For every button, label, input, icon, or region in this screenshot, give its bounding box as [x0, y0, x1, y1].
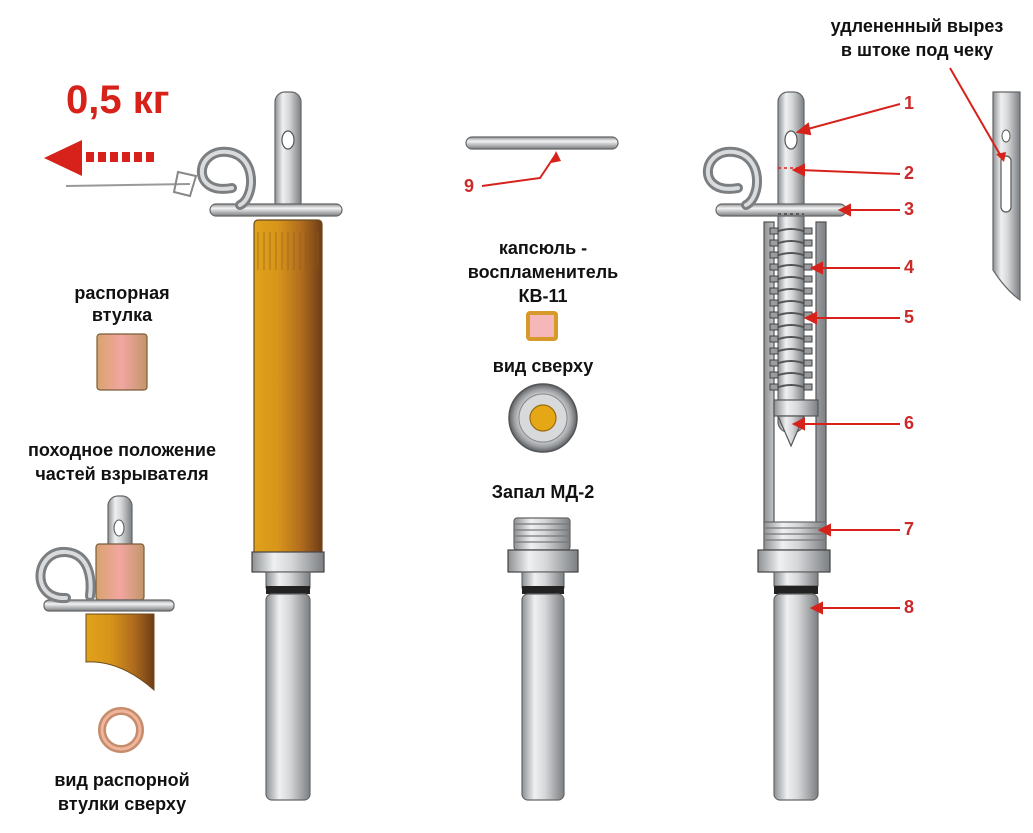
assembled-fuse: [65, 91, 343, 801]
callout-4: 4: [904, 257, 915, 277]
callout-7: 7: [904, 519, 915, 539]
bushing-top-view-label-line2: втулки сверху: [57, 794, 187, 814]
pin-part-9: [465, 136, 619, 150]
callout-5: 5: [904, 307, 915, 327]
pull-arrow: [44, 140, 154, 176]
spacer-bushing: [96, 333, 148, 391]
primer-label-line2: воспламенитель: [467, 262, 619, 282]
travel-position-label-line1: походное положение: [28, 440, 216, 460]
travel-position-label: походное положение частей взрывателя: [6, 438, 238, 486]
travel-position-label-line2: частей взрывателя: [35, 464, 209, 484]
primer-label-line3: КВ-11: [518, 286, 568, 306]
fuse-body: [253, 219, 323, 561]
striker-rod: [274, 91, 302, 213]
detonator-tube: [265, 593, 311, 801]
callout-line-9: [481, 153, 557, 187]
safety-pin: [209, 203, 343, 217]
spacer-bushing-label-line1: распорная: [74, 283, 170, 303]
primer-label: капсюль - воспламенитель КВ-11: [450, 236, 636, 308]
callout-lines: [791, 103, 901, 615]
callout-8: 8: [904, 597, 915, 617]
spacer-bushing-label-line2: втулка: [91, 305, 153, 325]
rod-slot-detail: [949, 67, 1021, 302]
top-view-label: вид сверху: [492, 356, 594, 376]
callout-9: 9: [464, 176, 475, 196]
body-nut: [251, 551, 325, 573]
callout-3: 3: [904, 199, 915, 219]
travel-position-assembly: [35, 495, 175, 692]
trip-wire: [65, 183, 191, 187]
callout-1: 1: [904, 93, 915, 113]
bushing-top-view-label-line1: вид распорной: [54, 770, 190, 790]
slot-note-label: удлененный вырез в штоке под чеку: [810, 14, 1024, 62]
weight-label: 0,5 кг: [66, 78, 170, 122]
callout-2: 2: [904, 163, 915, 183]
spacer-bushing-label: распорная втулка: [56, 282, 188, 326]
slot-note-label-line1: удлененный вырез: [830, 16, 1004, 36]
bushing-top-view-label: вид распорной втулки сверху: [24, 768, 220, 816]
primer-kv11: [526, 311, 558, 341]
fuse-cross-section: [702, 91, 847, 801]
fuse-md2: [507, 517, 579, 801]
fuse-md2-label: Запал МД-2: [491, 482, 595, 502]
primer-label-line1: капсюль -: [498, 238, 588, 258]
primer-top-view: [508, 383, 578, 453]
rod-hole: [281, 130, 295, 150]
slot-note-label-line2: в штоке под чеку: [840, 40, 994, 60]
callout-6: 6: [904, 413, 915, 433]
